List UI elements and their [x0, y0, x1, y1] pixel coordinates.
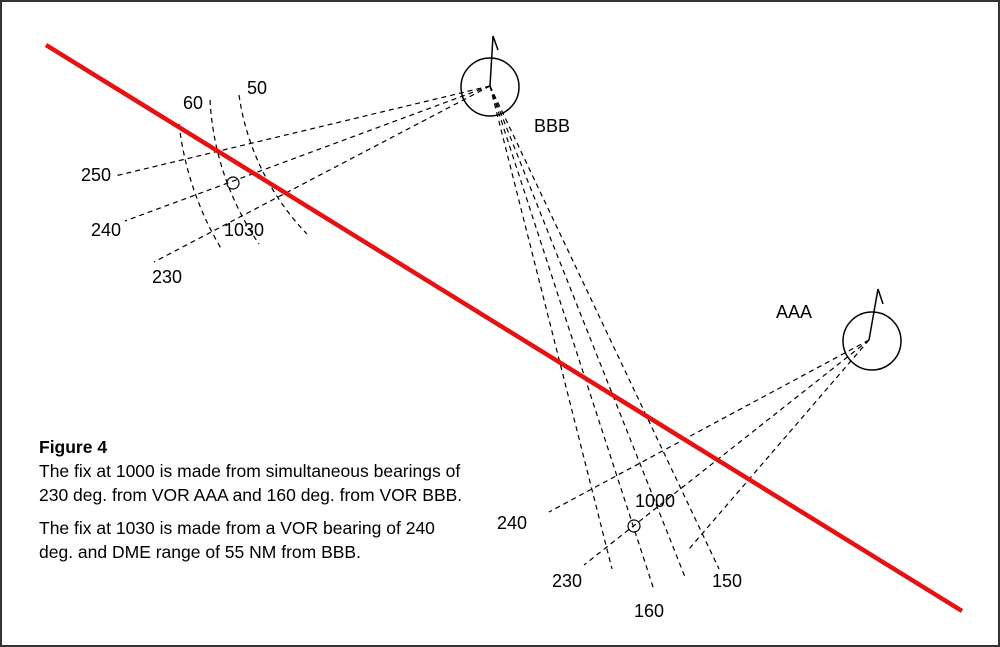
caption-paragraph: The fix at 1030 is made from a VOR beari…: [39, 518, 435, 562]
figure-caption: Figure 4 The fix at 1000 is made from si…: [39, 435, 469, 564]
dme-arc-55: [209, 99, 260, 245]
station-label-bbb: BBB: [534, 116, 570, 136]
bbb-radial-160: [489, 85, 655, 591]
station-label-aaa: AAA: [776, 302, 812, 322]
bbb-radial-150: [489, 85, 720, 570]
radial-label: 240: [497, 513, 527, 533]
dme-label: 50: [247, 78, 267, 98]
bbb-radial-230: [153, 85, 491, 263]
vor-bbb-circle: [460, 57, 520, 117]
vor-bbb: [460, 35, 520, 117]
fix-1030-marker: [226, 176, 240, 190]
dme-arc-60: [178, 123, 223, 251]
fix-1000-marker: [627, 519, 641, 533]
radial-label: 240: [91, 220, 121, 240]
radial-label: 230: [152, 267, 182, 287]
north-indicator-icon: [489, 35, 499, 87]
fix-label: 1030: [224, 220, 264, 240]
north-indicator-icon: [868, 288, 884, 341]
radial-label: 230: [552, 571, 582, 591]
radial-label: 160: [634, 601, 664, 621]
bbb-radial-240: [124, 85, 491, 222]
aaa-radial-230: [583, 339, 870, 566]
radial-label: 150: [712, 571, 742, 591]
aaa-radial-240: [548, 339, 870, 513]
bbb-radial-250: [114, 85, 491, 177]
fix-label: 1000: [635, 491, 675, 511]
radial-label: 250: [81, 165, 111, 185]
aaa-radial-220: [688, 339, 870, 550]
bbb-radial-170: [489, 85, 613, 570]
course-track-line: [44, 43, 964, 613]
dme-arc-50: [238, 94, 308, 235]
caption-paragraph: The fix at 1000 is made from simultaneou…: [39, 461, 463, 505]
vor-aaa: [842, 288, 902, 371]
bbb-radial-155: [489, 85, 686, 578]
caption-title: Figure 4: [39, 437, 108, 457]
dme-label: 60: [183, 93, 203, 113]
vor-aaa-circle: [842, 311, 902, 371]
